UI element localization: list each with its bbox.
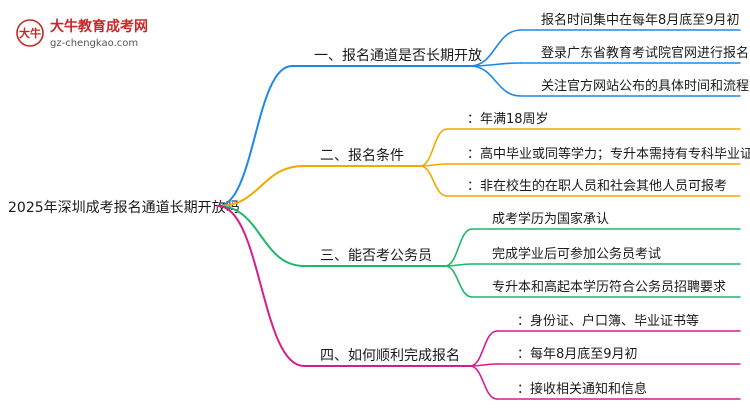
root-connector [217,205,305,367]
root-topic: 2025年深圳成考报名通道长期开放吗 [8,200,240,216]
root-connector [217,165,305,207]
logo-mark: 大牛 [19,26,41,40]
leaf-connector [419,165,448,197]
leaf-connector [469,29,522,67]
leaf-text: ：接收相关通知和信息 [517,381,647,397]
leaf-text: 成考学历为国家承认 [492,211,609,227]
logo-brand: 大牛教育成考网 [50,18,148,35]
leaf-connector [469,65,522,97]
leaf-text: ：非在校生的在职人员和社会其他人员可报考 [467,178,727,194]
branch-label: 二、报名条件 [320,147,404,164]
leaf-text: 登录广东省教育考试院官网进行报名 [541,45,749,61]
logo-url: gz-chengkao.com [50,38,138,49]
leaf-connector [444,265,473,298]
root-connector [217,65,293,207]
leaf-text: ：每年8月底至9月初 [517,346,638,362]
branch-2: 二、报名条件 ：年满18周岁 ：高中毕业或同等学力；专升本需持有专科毕业证 ：非… [320,112,750,194]
leaf-connector [469,365,498,400]
leaf-text: ：高中毕业或同等学力；专升本需持有专科毕业证 [467,146,750,162]
leaf-text: ：年满18周岁 [467,112,549,127]
connector-lines [217,29,741,400]
leaf-connector [444,228,473,267]
branch-4: 四、如何顺利完成报名 ：身份证、户口簿、毕业证书等 ：每年8月底至9月初 ：接收… [320,313,699,397]
branch-3: 三、能否考公务员 成考学历为国家承认 完成学业后可参加公务员考试 专升本和高起本… [320,211,726,295]
branch-1: 一、报名通道是否长期开放 报名时间集中在每年8月底至9月初 登录广东省教育考试院… [314,12,749,94]
leaf-text: 专升本和高起本学历符合公务员招聘要求 [492,279,726,295]
leaf-connector [469,330,498,367]
leaf-text: ：身份证、户口簿、毕业证书等 [517,313,699,329]
branch-label: 一、报名通道是否长期开放 [314,48,482,64]
leaf-text: 关注官方网站公布的具体时间和流程 [541,78,749,94]
root-connector [217,205,305,267]
site-logo: 大牛 大牛教育成考网 gz-chengkao.com [16,18,148,49]
branch-label: 四、如何顺利完成报名 [320,348,460,364]
branch-label: 三、能否考公务员 [320,248,432,264]
leaf-text: 完成学业后可参加公务员考试 [492,246,661,262]
leaf-connector [419,128,448,167]
leaf-text: 报名时间集中在每年8月底至9月初 [541,12,740,28]
